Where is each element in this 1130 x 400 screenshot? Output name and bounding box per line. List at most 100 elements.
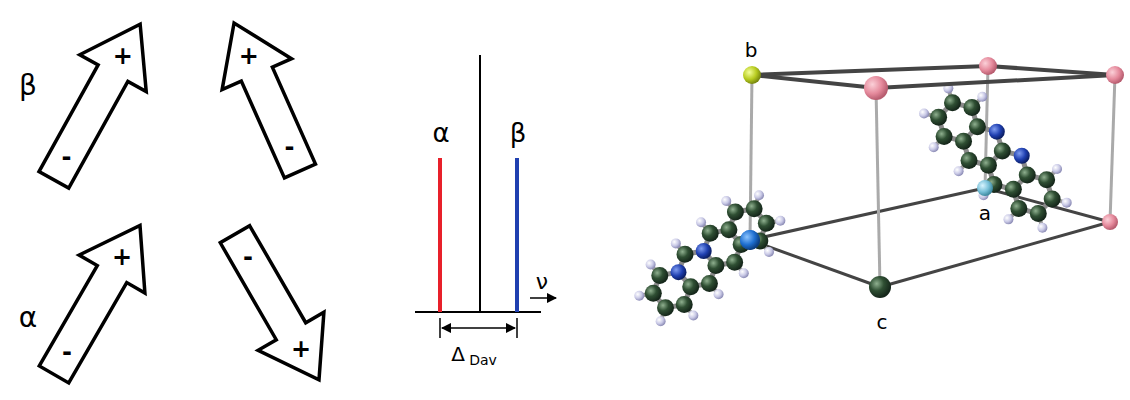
corner-atom: [864, 76, 888, 100]
tick: [516, 318, 518, 338]
charge-sign: -: [284, 135, 294, 159]
hydrogen-atom: [714, 289, 724, 299]
carbon-atom: [955, 133, 972, 150]
corner-atom: [1106, 66, 1124, 84]
hydrogen-atom: [1003, 214, 1013, 224]
splitting-subscript: Dav: [469, 353, 497, 367]
splitting-label: Δ: [451, 344, 465, 364]
splitting-arrow: [442, 327, 515, 329]
cell-edge: [752, 75, 876, 88]
hydrogen-atom: [646, 260, 656, 270]
spectrum: [415, 55, 556, 338]
hydrogen-atom: [656, 316, 666, 326]
monomer-line: [479, 55, 481, 312]
charge-sign: +: [239, 44, 259, 68]
hydrogen-atom: [634, 291, 644, 301]
cell-edge: [988, 66, 1115, 75]
hydrogen-atom: [754, 190, 764, 200]
carbon-atom: [1030, 205, 1047, 222]
carbon-atom: [727, 203, 744, 220]
carbon-atom: [701, 275, 718, 292]
carbon-atom: [746, 200, 763, 217]
corner-atom: [869, 276, 891, 298]
hydrogen-atom: [919, 109, 929, 119]
metal-atom: [740, 230, 760, 250]
carbon-atom: [645, 285, 662, 302]
carbon-atom: [969, 118, 986, 135]
hydrogen-atom: [954, 166, 964, 176]
carbon-atom: [720, 221, 737, 238]
arrow-outline: [157, 0, 377, 207]
molecules: [634, 83, 1071, 326]
carbon-atom: [930, 109, 947, 126]
corner-atom: [743, 66, 761, 84]
cell-edge: [750, 188, 985, 240]
carbon-atom: [1010, 200, 1027, 217]
arrow-shape: [21, 6, 174, 199]
axis-label: c: [875, 312, 890, 332]
hydrogen-atom: [977, 92, 987, 102]
charge-sign: +: [291, 337, 311, 361]
cell-edge: [1110, 75, 1115, 222]
cell-edge: [752, 66, 988, 75]
nitrogen-atom: [696, 243, 712, 259]
nitrogen-atom: [1014, 148, 1030, 164]
arrow-shape: [202, 215, 352, 398]
corner-atom: [740, 230, 760, 250]
carbon-atom: [1038, 171, 1055, 188]
arrow-outline: [167, 197, 387, 400]
alpha-line: [438, 158, 442, 312]
carbon-atom: [980, 157, 997, 174]
dipole-arrow: +-: [157, 0, 377, 207]
cell-edge: [876, 75, 1115, 88]
carbon-atom: [944, 94, 961, 111]
carbon-atom: [936, 128, 953, 145]
carbon-atom: [657, 299, 674, 316]
carbon-atom: [758, 215, 775, 232]
axis-label: ν: [536, 271, 548, 293]
corner-atom: [979, 57, 997, 75]
charge-sign: -: [243, 245, 253, 269]
unit-cell: [750, 66, 1115, 287]
carbon-atom: [676, 296, 693, 313]
hydrogen-atom: [775, 216, 785, 226]
charge-sign: +: [112, 245, 132, 269]
carbon-atom: [651, 267, 668, 284]
dipole-arrow: -+: [167, 197, 387, 400]
carbon-atom: [726, 254, 743, 271]
hydrogen-atom: [929, 142, 939, 152]
axis-arrow: [530, 297, 556, 299]
hydrogen-atom: [688, 310, 698, 320]
frequency-axis: [415, 311, 541, 313]
hydrogen-atom: [671, 238, 681, 248]
hydrogen-atom: [1037, 223, 1047, 233]
axis-label: a: [977, 203, 993, 223]
carbon-atom: [707, 257, 724, 274]
band-label: α: [432, 120, 449, 146]
arrow-shape: [21, 207, 173, 394]
hydrogen-atom: [1062, 198, 1072, 208]
carbon-atom: [1019, 166, 1036, 183]
band-label: β: [510, 120, 527, 146]
dipole-arrow: +-: [0, 0, 207, 212]
hydrogen-atom: [696, 217, 706, 227]
molecule: [919, 83, 1072, 232]
carbon-atom: [1044, 191, 1061, 208]
cell-edge: [985, 188, 1110, 222]
state-label: β: [19, 72, 37, 100]
arrow-outline: [0, 190, 207, 400]
molecule: [634, 190, 785, 326]
beta-line: [515, 158, 519, 312]
hydrogen-atom: [764, 247, 774, 257]
carbon-atom: [994, 142, 1011, 159]
nitrogen-atom: [670, 264, 686, 280]
corner-atom: [977, 180, 993, 196]
carbon-atom: [961, 152, 978, 169]
carbon-atom: [963, 99, 980, 116]
corner-atom: [1102, 214, 1118, 230]
carbon-atom: [676, 246, 693, 263]
dipole-arrow: +-: [0, 190, 207, 400]
cell-edge: [880, 222, 1110, 287]
